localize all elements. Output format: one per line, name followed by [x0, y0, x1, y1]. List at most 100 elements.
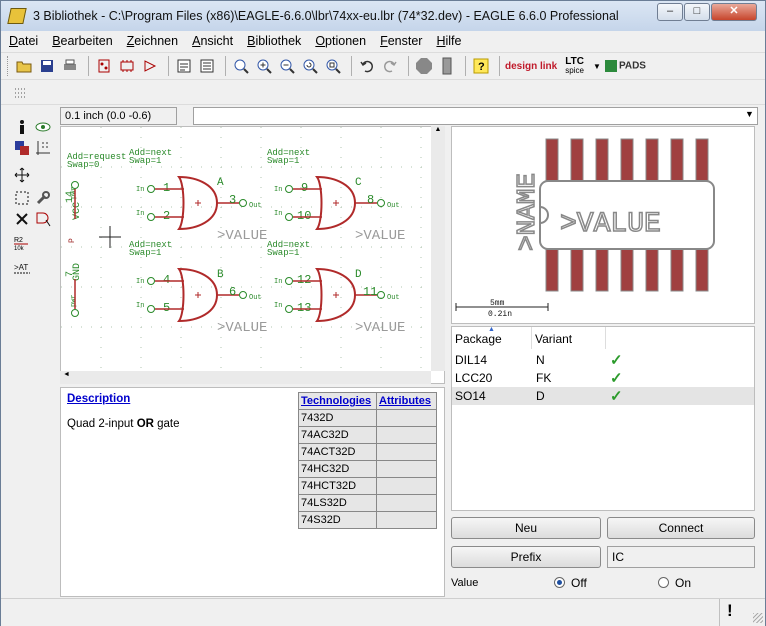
mark-origin-icon[interactable]	[34, 139, 52, 157]
package-icon[interactable]	[117, 56, 137, 76]
menu-bar: Datei Bearbeiten Zeichnen Ansicht Biblio…	[1, 31, 765, 51]
symbol-horizontal-scrollbar[interactable]: ◄	[60, 371, 431, 384]
status-alert-icon[interactable]: !	[727, 601, 733, 620]
delete-icon[interactable]	[13, 210, 31, 228]
package-row[interactable]: LCC20 FK ✓	[455, 370, 623, 387]
svg-text:9: 9	[301, 181, 308, 195]
svg-text:10: 10	[297, 209, 311, 223]
ulp-icon[interactable]	[197, 56, 217, 76]
value-on-label[interactable]: On	[675, 576, 692, 590]
technology-row[interactable]: 74S32D	[298, 511, 437, 529]
save-icon[interactable]	[37, 56, 57, 76]
display-layers-icon[interactable]	[13, 139, 31, 157]
close-button[interactable]: ✕	[711, 3, 757, 21]
script-icon[interactable]	[174, 56, 194, 76]
menu-zeichnen[interactable]: Zeichnen	[126, 34, 179, 48]
stop-icon[interactable]	[414, 56, 434, 76]
command-line-input[interactable]	[193, 107, 758, 125]
open-icon[interactable]	[14, 56, 34, 76]
technology-row[interactable]: 74HCT32D	[298, 477, 437, 495]
package-row-selected[interactable]: SO14 D ✓	[452, 387, 754, 405]
check-icon: ✓	[610, 352, 623, 369]
menu-ansicht[interactable]: Ansicht	[192, 34, 234, 48]
svg-text:1: 1	[163, 181, 170, 195]
technology-row[interactable]: 74HC32D	[298, 460, 437, 478]
svg-text:R2: R2	[14, 237, 23, 244]
technologies-header[interactable]: Technologies	[298, 392, 377, 410]
svg-text:Swap=1: Swap=1	[267, 248, 299, 258]
help-icon[interactable]: ?	[471, 56, 491, 76]
svg-text:Swap=1: Swap=1	[129, 248, 161, 258]
change-wrench-icon[interactable]	[34, 189, 52, 207]
menu-bearbeiten[interactable]: Bearbeiten	[52, 34, 113, 48]
show-eye-icon[interactable]	[34, 118, 52, 136]
menu-hilfe[interactable]: Hilfe	[436, 34, 462, 48]
svg-text:5: 5	[163, 301, 170, 315]
technology-row[interactable]: 74AC32D	[298, 426, 437, 444]
check-icon: ✓	[610, 388, 623, 405]
svg-text:GND: GND	[72, 263, 83, 281]
toolbar-separator	[88, 56, 89, 76]
grid-dots-icon[interactable]	[11, 83, 31, 103]
technology-row[interactable]: 74ACT32D	[298, 443, 437, 461]
package-variant-table: Package Variant ▲ DIL14 N ✓ LCC20 FK ✓ S…	[451, 326, 755, 511]
neu-button[interactable]: Neu	[451, 517, 601, 539]
package-outline	[539, 180, 715, 250]
symbol-vertical-scrollbar[interactable]: ▲	[431, 126, 445, 371]
add-gate-icon[interactable]	[34, 210, 52, 228]
menu-bibliothek[interactable]: Bibliothek	[247, 34, 302, 48]
variant-column-header[interactable]: Variant	[532, 327, 606, 349]
designlink-logo[interactable]: design link	[505, 60, 558, 72]
board-icon[interactable]	[94, 56, 114, 76]
symbol-icon[interactable]	[140, 56, 160, 76]
menu-datei[interactable]: Datei	[9, 34, 39, 48]
svg-text:>VALUE: >VALUE	[217, 320, 267, 336]
zoom-redraw-icon[interactable]	[300, 56, 320, 76]
value-off-radio[interactable]	[554, 577, 565, 588]
svg-text:Add=request: Add=request	[67, 152, 126, 162]
menu-optionen[interactable]: Optionen	[315, 34, 367, 48]
info-icon[interactable]	[13, 118, 31, 136]
prefix-field[interactable]: IC	[607, 546, 755, 568]
toolbar-separator	[168, 56, 169, 76]
zoom-select-icon[interactable]	[323, 56, 343, 76]
command-history-dropdown-icon[interactable]: ▼	[745, 109, 754, 119]
ltspice-dropdown-icon[interactable]: ▼	[592, 61, 601, 71]
svg-text:4: 4	[163, 273, 170, 287]
package-row[interactable]: DIL14 N ✓	[455, 352, 623, 369]
pads-logo[interactable]: PADS	[604, 60, 646, 72]
prefix-button[interactable]: Prefix	[451, 546, 601, 568]
print-icon[interactable]	[60, 56, 80, 76]
value-on-radio[interactable]	[658, 577, 669, 588]
package-notch	[539, 206, 549, 224]
group-icon[interactable]	[13, 189, 31, 207]
zoom-in-icon[interactable]	[254, 56, 274, 76]
status-divider	[719, 599, 720, 626]
maximize-button[interactable]: □	[684, 3, 710, 21]
zoom-out-icon[interactable]	[277, 56, 297, 76]
zoom-fit-icon[interactable]	[231, 56, 251, 76]
toolbar-grip[interactable]	[7, 56, 10, 76]
minimize-button[interactable]: –	[657, 3, 683, 21]
svg-text:C: C	[355, 177, 362, 189]
package-column-header[interactable]: Package	[452, 327, 532, 349]
svg-text:In: In	[274, 302, 282, 310]
description-link[interactable]: Description	[67, 393, 131, 405]
value-off-label[interactable]: Off	[571, 576, 587, 590]
attribute-icon[interactable]: >AT	[13, 260, 31, 278]
move-icon[interactable]	[13, 166, 31, 184]
check-icon: ✓	[610, 370, 623, 387]
go-icon[interactable]	[437, 56, 457, 76]
resize-grip-icon[interactable]	[753, 613, 763, 623]
technology-row[interactable]: 7432D	[298, 409, 437, 427]
symbol-canvas[interactable]: Add=request Swap=0 VCC GND 14 7 P pwr pw…	[60, 126, 445, 384]
menu-fenster[interactable]: Fenster	[380, 34, 423, 48]
technology-row[interactable]: 74LS32D	[298, 494, 437, 512]
attributes-header[interactable]: Attributes	[376, 392, 437, 410]
undo-icon[interactable]	[357, 56, 377, 76]
redo-icon[interactable]	[380, 56, 400, 76]
connect-button[interactable]: Connect	[607, 517, 755, 539]
